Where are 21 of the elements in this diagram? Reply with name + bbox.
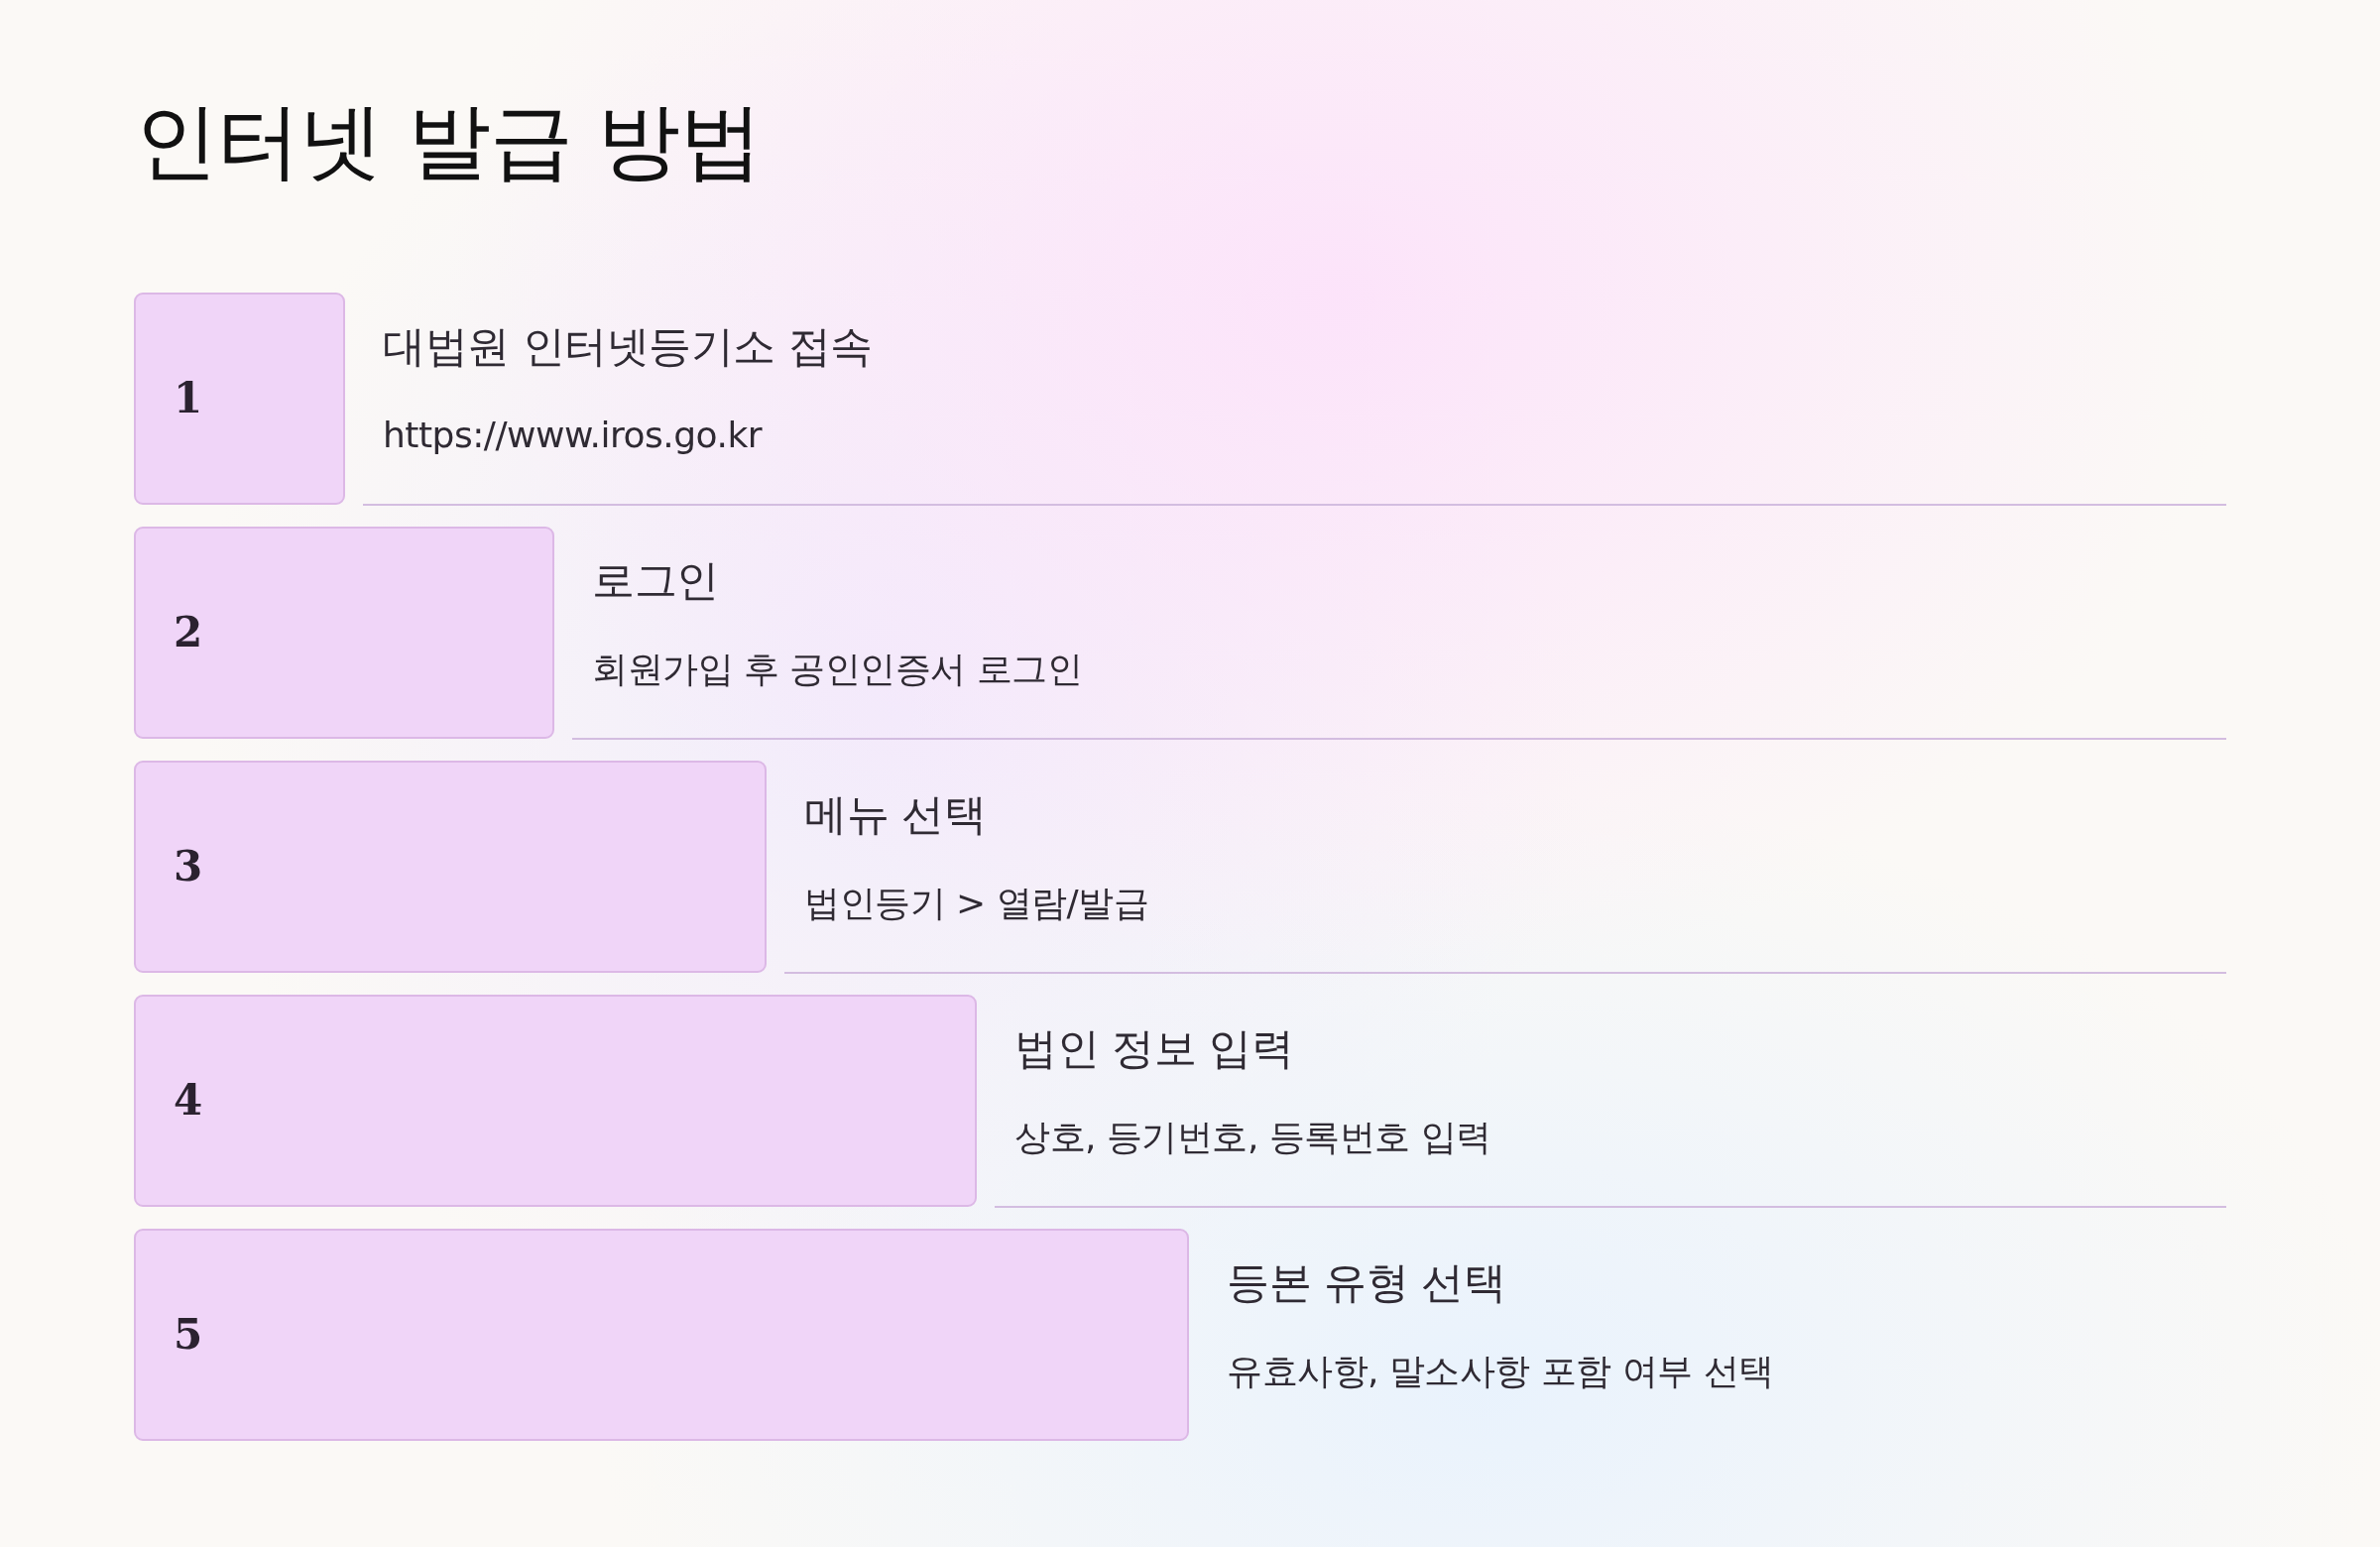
title: 인터넷 발급 방법: [135, 91, 763, 191]
step-number: 4: [174, 1080, 203, 1122]
step-heading: 등본 유형 선택: [1227, 1257, 1506, 1309]
step-box: [134, 761, 767, 973]
step-description: 법인등기 > 열람/발급: [804, 882, 1149, 925]
step-description: 유효사항, 말소사항 포함 여부 선택: [1227, 1350, 1774, 1393]
step-heading: 로그인: [592, 555, 719, 607]
step-number: 5: [174, 1314, 203, 1356]
step-number: 2: [174, 612, 203, 654]
step-heading: 메뉴 선택: [804, 789, 987, 841]
step-number: 1: [174, 378, 203, 419]
step-heading: 법인 정보 입력: [1014, 1023, 1294, 1075]
step-number: 3: [174, 846, 203, 888]
step-heading: 대법원 인터넷등기소 접속: [383, 321, 873, 373]
step-box: [134, 527, 554, 739]
step-description: 회원가입 후 공인인증서 로그인: [592, 648, 1083, 691]
step-description: https://www.iros.go.kr: [383, 414, 763, 457]
step-box: [134, 1229, 1189, 1441]
step-box: [134, 293, 345, 505]
step-box: [134, 995, 977, 1207]
step-description: 상호, 등기번호, 등록번호 입력: [1014, 1116, 1491, 1159]
